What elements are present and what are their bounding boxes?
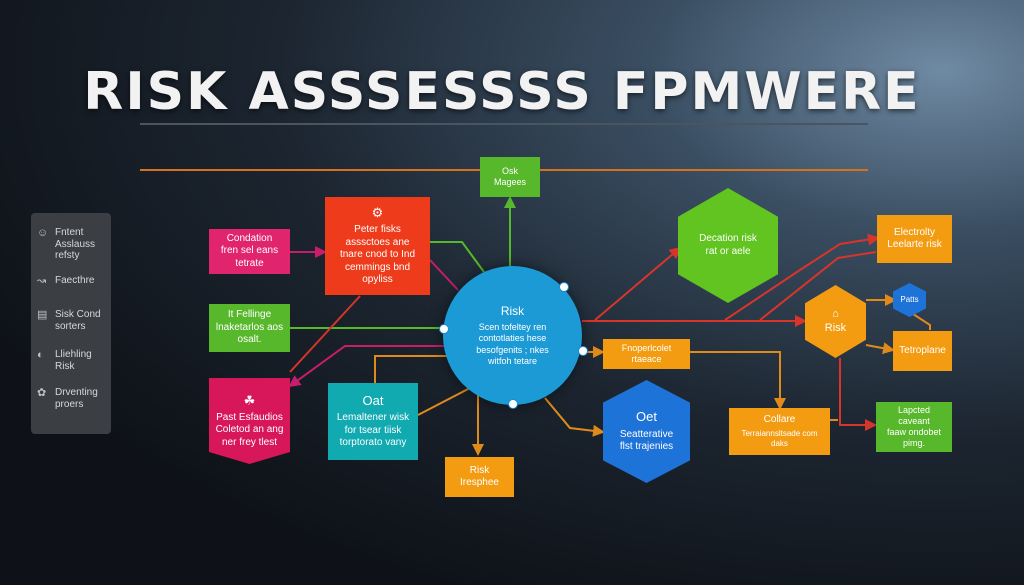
sidebar-item-assessment[interactable]: ☺ Fntent Asslauss refsty [37,227,109,262]
sidebar-item-label: Fntent Asslauss refsty [55,227,96,261]
arrow-icon: ↝ [37,275,47,287]
node-collaire[interactable]: Collare Terraiannsltsade com daks [729,408,830,455]
sidebar-item-label: Drventing proers [55,387,98,410]
node-magenta[interactable]: ☘ Past Esfaudios Coletod an ang ner frey… [209,378,290,464]
sidebar-item-label: Lliehling Risk [55,349,92,372]
connector-dot [439,324,449,334]
title-underline [140,123,868,125]
node-red[interactable]: ⚙ Peter fisks asssctoes ane tnare cnod t… [325,197,430,295]
sidebar: ☺ Fntent Asslauss refsty ↝ Faecthre ▤ Si… [31,213,111,434]
node-top[interactable]: Osk Magees [480,157,540,197]
shield-icon: ✿ [37,387,47,399]
connector-dot [578,346,588,356]
node-risk-small[interactable]: Risk Iresphee [445,457,514,497]
sidebar-item-risk[interactable]: ◐ Lliehling Risk [37,349,109,372]
connector-dot [559,282,569,292]
gear-icon: ⚙ [371,205,384,221]
sidebar-item-feature[interactable]: ↝ Faecthre [37,275,109,288]
node-orange-right[interactable]: Tetroplane [893,331,952,371]
node-hex-blue[interactable]: Oet Seatterative flst trajenies [603,380,690,483]
connector-dot [508,399,518,409]
sidebar-item-conditions[interactable]: ▤ Sisk Cond sorters [37,309,109,332]
node-hex-orange[interactable]: ⌂ Risk [805,285,866,358]
person-icon: ☺ [37,227,49,239]
node-pink[interactable]: Condation fren sel eans tetrate [209,229,290,274]
sidebar-item-label: Faecthre [55,275,95,286]
node-hex-green[interactable]: Decation risk rat or aele [678,188,778,303]
node-center-risk[interactable]: Risk Scen tofeltey ren contotlaties hese… [443,266,582,405]
node-green-right[interactable]: Lapcted caveant faaw ondobet pimg. [876,402,952,452]
node-orange-mid[interactable]: Fnoperlcolet rtaeace [603,339,690,369]
node-green-left[interactable]: It Fellinge lnaketarlos aos osalt. [209,304,290,352]
home-icon: ⌂ [832,307,839,320]
sidebar-item-label: Sisk Cond sorters [55,309,101,332]
bug-icon: ☘ [243,392,256,408]
sidebar-item-preventing[interactable]: ✿ Drventing proers [37,387,109,410]
document-icon: ▤ [37,309,48,321]
node-teal[interactable]: Oat Lemaltener wisk for tsear tiisk torp… [328,383,418,460]
node-orange-top-right[interactable]: Electrolty Leelarte risk [877,215,952,263]
page-title: RISK ASSSESSSS FPMWERE [83,62,921,122]
globe-icon: ◐ [37,349,44,361]
